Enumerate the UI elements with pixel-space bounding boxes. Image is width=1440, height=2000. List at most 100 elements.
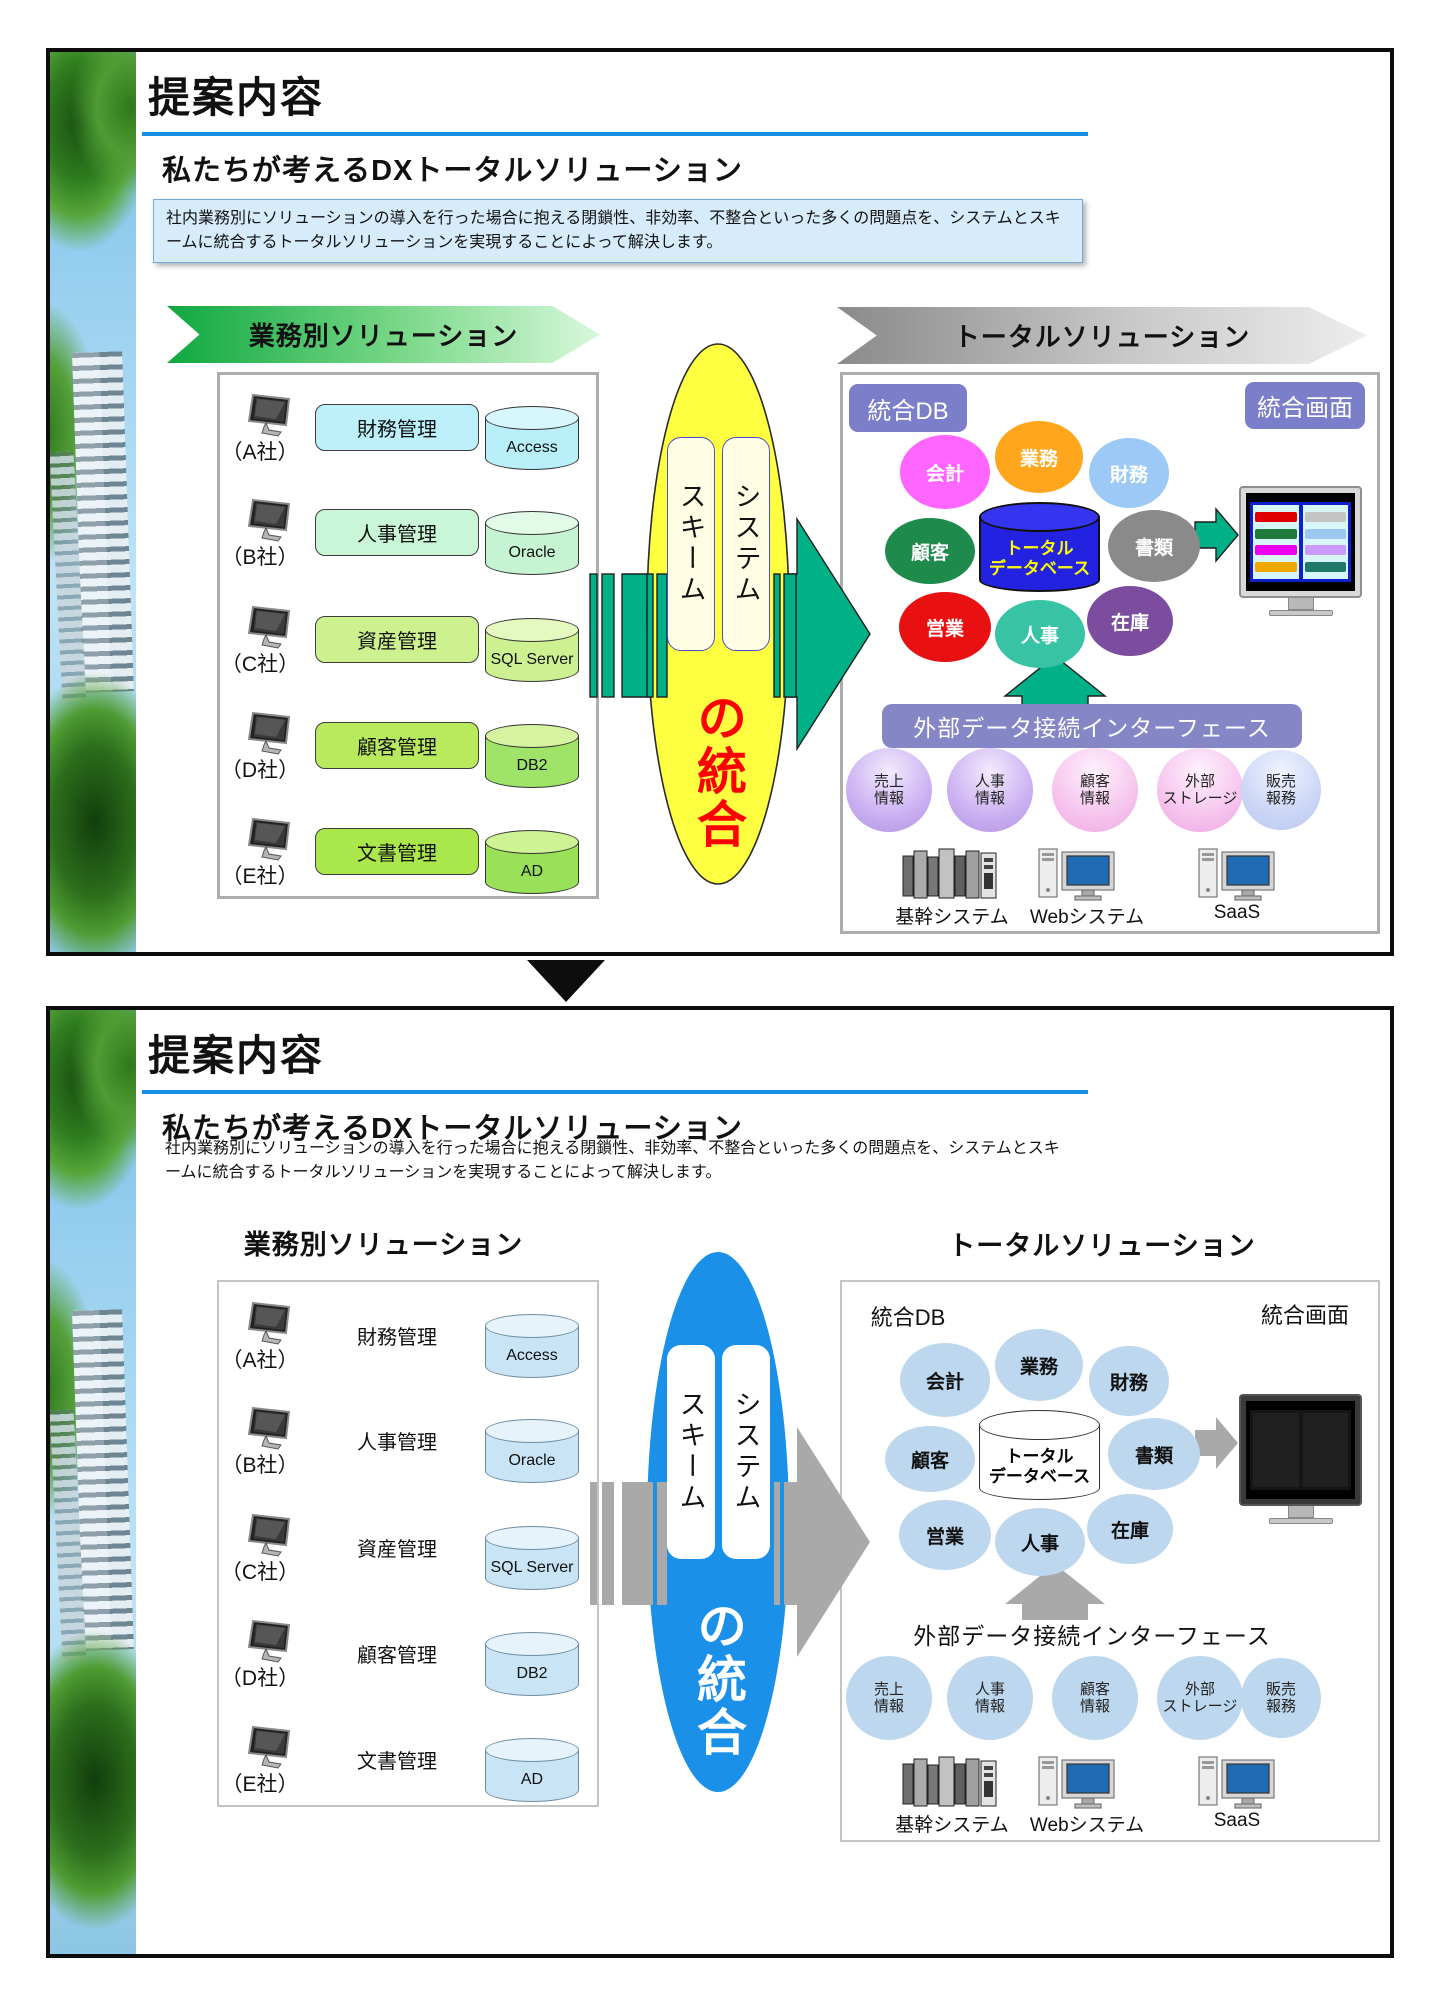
screen-bar	[1304, 511, 1346, 522]
screen-bar	[1304, 528, 1346, 539]
node-line1: 人事	[974, 1680, 1005, 1698]
monitor-frame	[1239, 486, 1362, 598]
left-section-banner: 業務別ソリューション	[167, 1214, 600, 1271]
node-line2: 情報	[1079, 790, 1110, 807]
solution-diagram: 業務別ソリューション トータルソリューション （A社） 財務管理 Access …	[50, 52, 1390, 952]
scheme-label: スキーム	[675, 482, 706, 606]
computer-icon	[247, 1619, 291, 1663]
screen-bar	[1255, 545, 1297, 556]
db-circle-customer: 顧客	[885, 1426, 975, 1492]
database-cylinder: DB2	[485, 724, 579, 788]
cylinder-top	[979, 1410, 1100, 1440]
company-label: （A社）	[221, 441, 299, 464]
monitor-right-column	[1302, 1413, 1348, 1487]
company-label: （C社）	[220, 653, 300, 676]
web-system-icon	[1038, 848, 1115, 901]
integrated-db-badge: 統合DB	[849, 384, 967, 432]
mainframe-icon	[902, 848, 997, 899]
company-label: （D社）	[220, 1667, 300, 1690]
database-cylinder: Access	[485, 1314, 579, 1378]
computer-icon	[247, 817, 291, 861]
database-cylinder: DB2	[485, 1632, 579, 1696]
database-cylinder: AD	[485, 1738, 579, 1802]
cylinder-top	[485, 724, 579, 748]
integrated-db-badge: 統合DB	[870, 1305, 946, 1330]
db-circle-operations: 業務	[995, 1329, 1083, 1401]
db-circle-documents: 書類	[1108, 1418, 1200, 1490]
total-database-cylinder: トータル データベース	[979, 502, 1100, 592]
left-section-banner-label: 業務別ソリューション	[248, 321, 519, 351]
node-line2: 報務	[1265, 1698, 1296, 1715]
system-label: 文書管理	[357, 1751, 437, 1773]
external-node-customer-info: 顧客 情報	[1052, 748, 1138, 832]
node-line2: 情報	[873, 1698, 904, 1715]
database-name: SQL Server	[490, 1559, 574, 1577]
external-node-hr-info: 人事 情報	[947, 1656, 1033, 1740]
interface-up-arrow	[1005, 1564, 1105, 1620]
node-line2: 情報	[873, 790, 904, 807]
node-line2: 情報	[974, 1698, 1005, 1715]
system-label-vertical: システム	[730, 1390, 761, 1514]
node-line1: 販売	[1265, 1680, 1296, 1698]
database-name: SQL Server	[490, 651, 574, 669]
slide-panel-bottom: 提案内容 私たちが考えるDXトータルソリューション 社内業務別にソリューションの…	[46, 1006, 1394, 1958]
right-section-banner-label: トータルソリューション	[948, 1231, 1256, 1261]
system-label: 顧客管理	[357, 1645, 437, 1667]
external-node-hr-info: 人事 情報	[947, 748, 1033, 832]
screen-arrow	[1195, 1417, 1238, 1469]
db-circle-operations: 業務	[995, 421, 1083, 493]
external-node-customer-info: 顧客 情報	[1052, 1656, 1138, 1740]
monitor-frame	[1239, 1394, 1362, 1506]
total-db-line2: データベース	[988, 1467, 1091, 1486]
right-section-banner: トータルソリューション	[837, 1215, 1367, 1272]
screen-bar	[1304, 562, 1346, 573]
company-label: （E社）	[221, 1773, 299, 1796]
system-label: 人事管理	[357, 1432, 437, 1454]
web-system-label: Webシステム	[1029, 907, 1145, 928]
node-line1: 顧客	[1079, 1680, 1110, 1698]
system-label: 人事管理	[315, 509, 479, 556]
side-photo-trees-building	[50, 52, 136, 952]
external-node-sales-info: 売上 情報	[846, 748, 932, 832]
system-box: システム	[722, 1345, 770, 1559]
integration-label: の統合	[690, 1600, 746, 1759]
cylinder-top	[485, 830, 579, 854]
scheme-label: スキーム	[675, 1390, 706, 1514]
db-circle-documents: 書類	[1108, 510, 1200, 582]
mainframe-label: 基幹システム	[895, 907, 1009, 928]
external-node-external-storage: 外部 ストレージ	[1157, 748, 1243, 832]
monitor-screen	[1246, 493, 1355, 591]
right-section-banner-label: トータルソリューション	[953, 322, 1251, 352]
db-circle-sales: 営業	[899, 592, 991, 662]
scheme-box: スキーム	[667, 437, 715, 651]
database-name: Oracle	[508, 1452, 556, 1470]
db-circle-finance: 財務	[1089, 438, 1169, 508]
system-label: 財務管理	[357, 1327, 437, 1349]
database-cylinder: AD	[485, 830, 579, 894]
node-line2: ストレージ	[1162, 1698, 1238, 1715]
external-node-sales-report: 販売 報務	[1241, 750, 1321, 830]
subtitle: 私たちが考えるDXトータルソリューション	[162, 1113, 743, 1145]
scheme-box: スキーム	[667, 1345, 715, 1559]
title-underline	[142, 132, 1088, 136]
node-line2: 情報	[974, 790, 1005, 807]
web-system-label: Webシステム	[1029, 1815, 1145, 1836]
cylinder-top	[485, 618, 579, 642]
external-interface-banner: 外部データ接続インターフェース	[882, 704, 1302, 748]
external-node-external-storage: 外部 ストレージ	[1157, 1656, 1243, 1740]
database-cylinder: SQL Server	[485, 618, 579, 682]
cylinder-top	[485, 406, 579, 430]
database-name: Access	[506, 1347, 558, 1365]
external-node-sales-report: 販売 報務	[1241, 1658, 1321, 1738]
monitor-stand	[1287, 598, 1314, 610]
database-cylinder: Oracle	[485, 511, 579, 575]
total-db-line1: トータル	[1005, 538, 1074, 558]
company-label: （B社）	[221, 546, 299, 569]
node-line1: 外部	[1184, 772, 1215, 790]
computer-icon	[247, 1406, 291, 1450]
saas-icon	[1198, 1756, 1275, 1809]
cylinder-top	[979, 502, 1100, 532]
left-section-banner: 業務別ソリューション	[167, 306, 600, 363]
side-photo-trees-building	[50, 1010, 136, 1954]
company-label: （E社）	[221, 865, 299, 888]
